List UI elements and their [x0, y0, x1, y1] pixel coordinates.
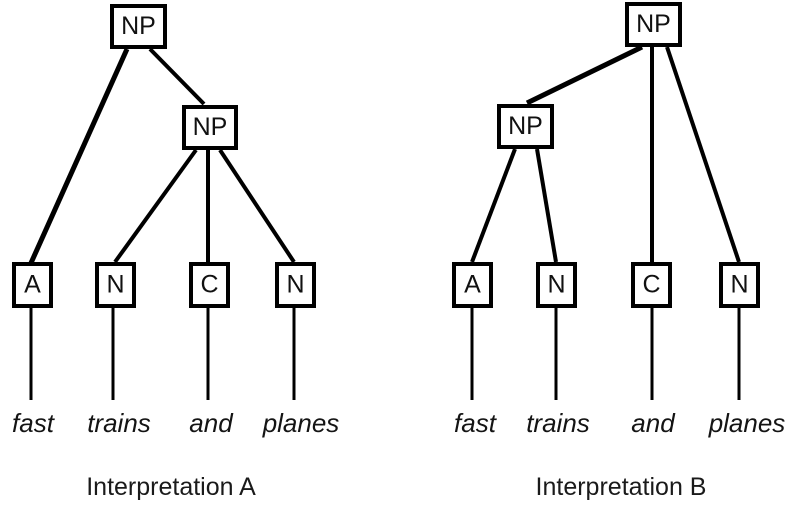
- node-label: A: [24, 271, 41, 299]
- tree-caption: Interpretation A: [86, 473, 256, 501]
- node-box: [497, 104, 554, 149]
- node-label: N: [106, 271, 124, 299]
- node-label: N: [286, 271, 304, 299]
- node-b-pos-n1[interactable]: N: [536, 262, 577, 308]
- terminal-word: and: [631, 408, 676, 438]
- tree-edge: [28, 47, 130, 265]
- node-label: NP: [636, 10, 671, 38]
- tree-edge: [525, 44, 644, 106]
- node-box: [110, 4, 167, 49]
- node-a-pos-c[interactable]: C: [189, 262, 230, 308]
- node-box: [536, 262, 577, 308]
- tree-edge: [113, 148, 198, 264]
- tree-edge: [470, 148, 517, 263]
- node-a-pos-n2[interactable]: N: [275, 262, 316, 308]
- tree-edge: [535, 148, 558, 263]
- node-box: [631, 262, 672, 308]
- node-box: [719, 262, 760, 308]
- node-b-root-np[interactable]: NP: [625, 2, 682, 47]
- node-box: [12, 262, 53, 308]
- node-label: NP: [193, 113, 228, 141]
- node-label: C: [200, 271, 218, 299]
- node-label: C: [642, 271, 660, 299]
- node-label: N: [730, 271, 748, 299]
- terminal-word: fast: [12, 408, 56, 438]
- node-box: [452, 262, 493, 308]
- node-b-inner-np[interactable]: NP: [497, 104, 554, 149]
- terminal-word: trains: [87, 408, 151, 438]
- node-b-pos-a[interactable]: A: [452, 262, 493, 308]
- node-label: N: [547, 271, 565, 299]
- tree-edge: [148, 47, 206, 106]
- terminal-word: planes: [708, 408, 786, 438]
- node-a-inner-np[interactable]: NP: [182, 105, 238, 150]
- node-box: [95, 262, 136, 308]
- node-box: [189, 262, 230, 308]
- node-label: NP: [508, 112, 543, 140]
- tree-edge: [665, 46, 741, 263]
- node-b-pos-c[interactable]: C: [631, 262, 672, 308]
- node-label: A: [464, 271, 481, 299]
- terminal-word: and: [189, 408, 234, 438]
- node-a-pos-a[interactable]: A: [12, 262, 53, 308]
- node-a-root-np[interactable]: NP: [110, 4, 167, 49]
- node-box: [625, 2, 682, 47]
- terminal-word: trains: [526, 408, 590, 438]
- node-label: NP: [121, 12, 156, 40]
- terminal-word: fast: [454, 408, 498, 438]
- node-b-pos-n2[interactable]: N: [719, 262, 760, 308]
- tree-caption: Interpretation B: [536, 473, 707, 501]
- tree-edge: [218, 148, 296, 264]
- terminal-word: planes: [262, 408, 340, 438]
- node-box: [275, 262, 316, 308]
- node-box: [182, 105, 238, 150]
- node-a-pos-n1[interactable]: N: [95, 262, 136, 308]
